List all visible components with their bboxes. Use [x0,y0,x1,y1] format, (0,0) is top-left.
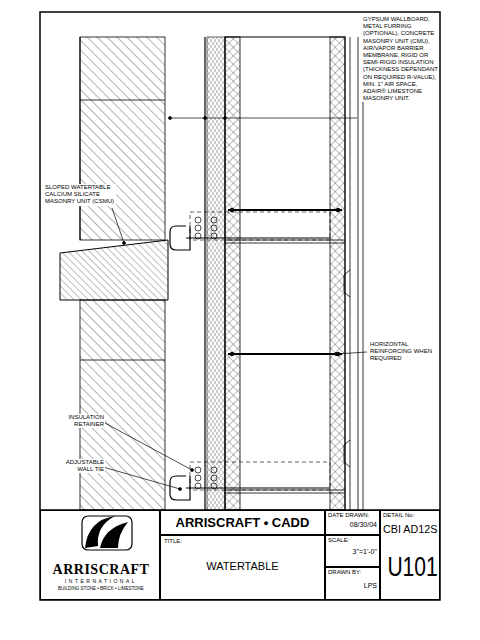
rigid-insulation [207,37,225,510]
callout-label: INSULATION RETAINER [55,414,105,428]
adjustable-wall-tie [170,226,330,500]
field-value: LPS [328,582,377,590]
air-vapor-barrier [204,37,205,510]
leader-line [103,117,367,491]
title-block-cell: DETAIL No: CBI AD12S U101 [380,510,440,600]
callout-label: SLOPED WATERTABLE CALCIUM SILICATE MASON… [44,184,116,206]
material-note: GYPSUM WALLBOARD, METAL FURRING (OPTIONA… [362,16,439,102]
gypsum-wallboard [358,37,359,510]
metal-furring [350,37,351,510]
field-value: U101 [387,553,432,583]
company-name: INTERNATIONAL [43,579,159,585]
callout-label: ADJUSTABLE WALL TIE [55,459,105,473]
limestone-unit [80,300,165,510]
company-name: ARRISCRAFT [43,562,159,577]
field-caption: SCALE: [328,537,378,544]
field-value: CBI AD12S [383,524,437,536]
field-value: ARRISCRAFT • CADD [163,516,322,530]
title-block-cell: DATE DRAWN: 08/30/04 [325,510,380,535]
field-value: 3"=1'-0" [328,548,377,556]
field-caption: DRAWN BY: [328,569,378,576]
title-block-cell: SCALE: 3"=1'-0" [325,535,380,567]
title-block-cell: DRAWN BY: LPS [325,567,380,600]
logo-cell: ARRISCRAFT INTERNATIONAL BUILDING STONE • … [40,510,160,600]
title-block-cell: TITLE: WATERTABLE [160,535,325,600]
field-caption: TITLE: [164,538,224,545]
insulation-retainer [195,217,217,489]
horizontal-reinforcing [228,208,342,356]
title-block-cell: ARRISCRAFT • CADD [160,510,325,535]
field-caption: DETAIL No: [383,512,437,519]
watertable-unit [60,240,168,300]
cmu-wall [225,37,345,510]
field-value: 08/30/04 [328,521,377,529]
callout-label: HORIZONTAL REINFORCING WHEN REQUIRED [369,341,439,363]
sheet-frame [40,12,440,600]
field-value: WATERTABLE [163,560,322,572]
company-name: BUILDING STONE • BRICK • LIMESTONE [43,587,159,592]
limestone-unit [80,37,165,240]
field-caption: DATE DRAWN: [328,512,378,519]
